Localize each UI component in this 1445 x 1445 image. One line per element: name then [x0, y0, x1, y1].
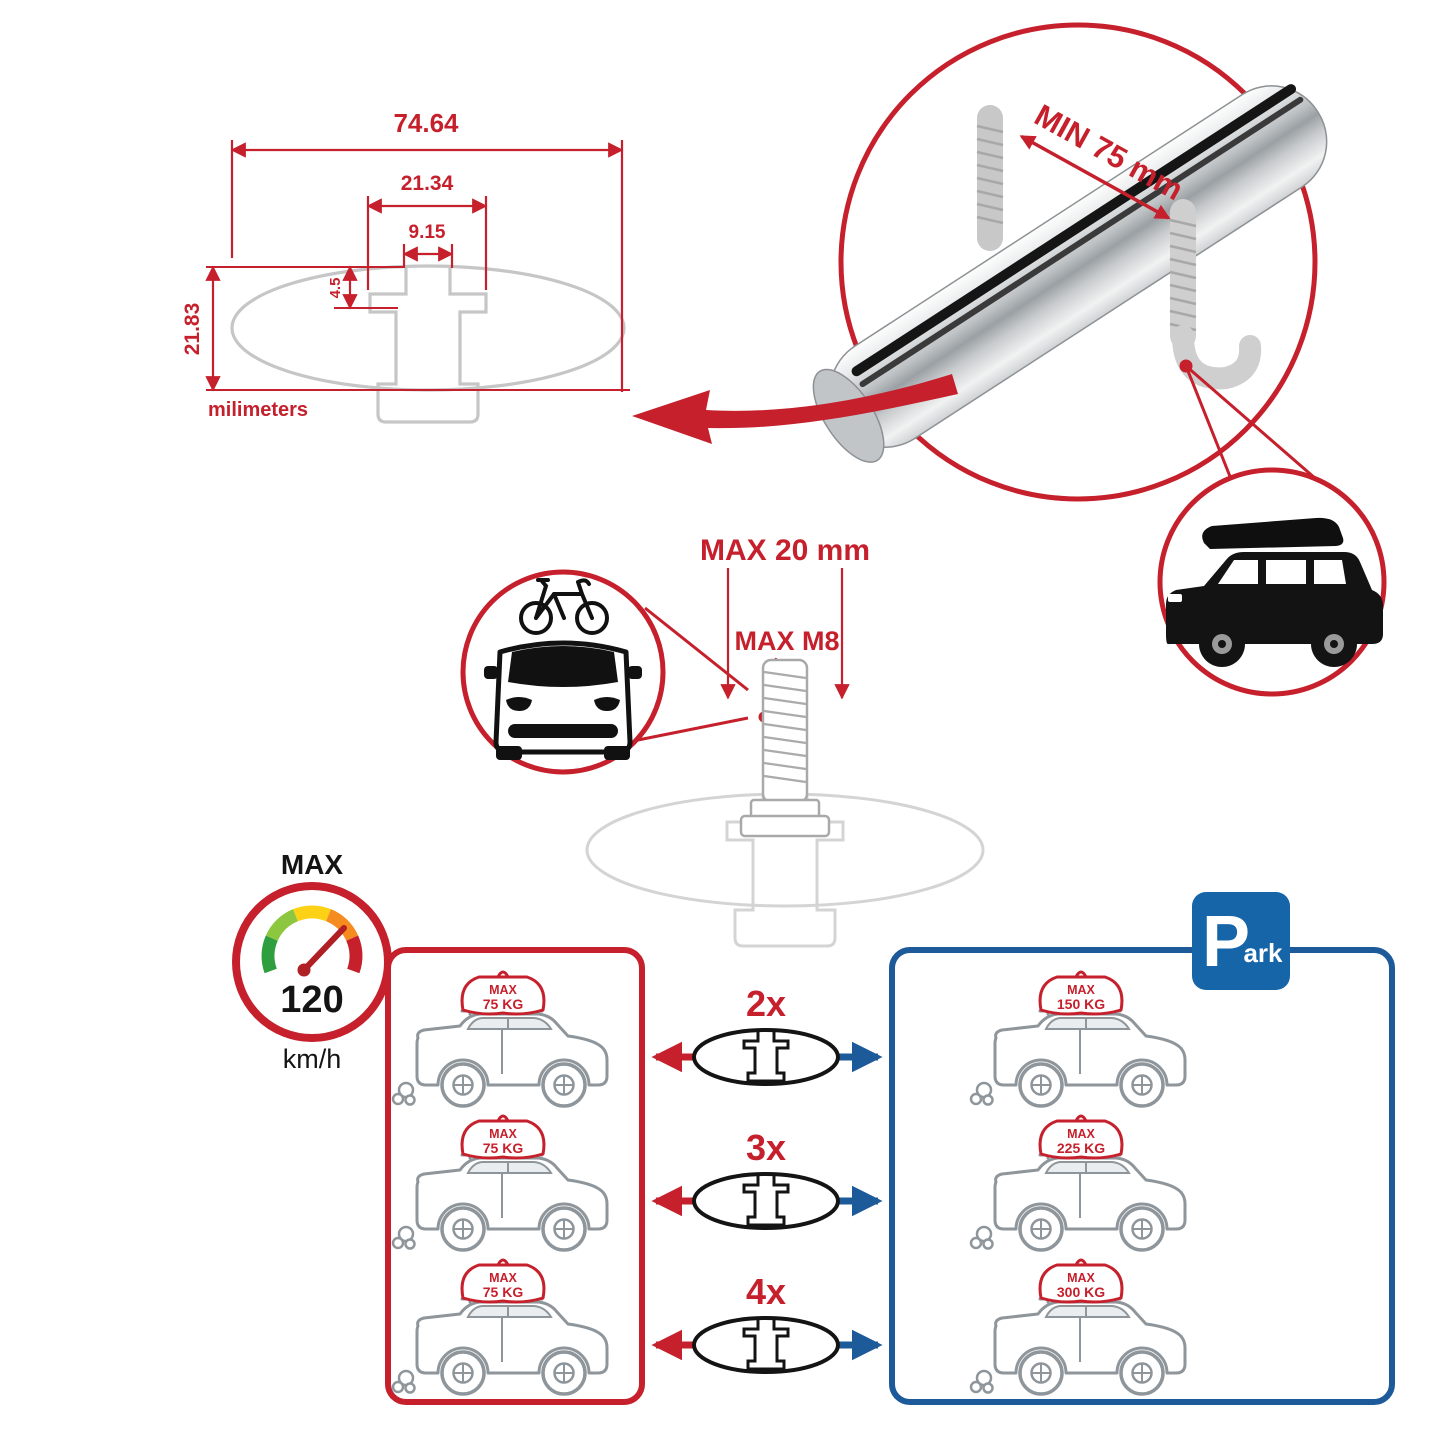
bar-oval-slot-3 — [742, 1318, 790, 1371]
profile-t-slot-light — [725, 794, 845, 948]
dim-height-total: 21.83 — [181, 303, 204, 356]
speed-value: 120 — [280, 979, 343, 1021]
bar-oval-slot-2 — [742, 1174, 790, 1227]
multiplier-2x: 2x — [746, 983, 786, 1024]
driving-bag-2-max: MAX — [489, 1127, 517, 1141]
park-sign-p: P — [1202, 902, 1250, 982]
dim-width-total: 74.64 — [393, 108, 459, 138]
bolt-diagram: MAX 20 mm MAX M8 — [585, 534, 985, 948]
gauge-arcs — [261, 905, 363, 974]
cross-section-diagram: 74.64 21.34 9.15 4.5 21.83 milimeters — [181, 108, 630, 424]
multiplier-4x: 4x — [746, 1271, 786, 1312]
ext-lines-total-width — [230, 140, 624, 392]
t-bolt-illustration — [739, 658, 831, 838]
bar-render-section: MIN 75 mm — [632, 22, 1387, 697]
parking-bag-1-max: MAX — [1067, 983, 1095, 997]
gauge-pivot — [297, 963, 311, 977]
park-sign: P ark — [1192, 892, 1290, 990]
multiplier-3x: 3x — [746, 1127, 786, 1168]
multiplier-rows: 2x 3x 4x — [651, 983, 883, 1374]
driving-bag-3-load: 75 KG — [483, 1284, 524, 1300]
parking-bag-2-load: 225 KG — [1057, 1140, 1105, 1156]
bolt-thread-label: MAX M8 — [734, 626, 839, 656]
parking-panel: MAX 150 KG MAX 225 KG MAX 300 KG P ark — [889, 892, 1395, 1405]
arrow-to-cross-section — [632, 374, 958, 444]
bar-oval-2 — [692, 1172, 840, 1230]
driving-bag-1-max: MAX — [489, 983, 517, 997]
parking-bag-1-load: 150 KG — [1057, 996, 1105, 1012]
car-front-icon — [484, 640, 642, 760]
bar-oval-1 — [692, 1028, 840, 1086]
parking-bag-2-max: MAX — [1067, 1127, 1095, 1141]
ext-lines-channel-width — [366, 196, 488, 290]
parking-bag-3-max: MAX — [1067, 1271, 1095, 1285]
profile-t-slot — [368, 266, 488, 424]
clamp-rod-upper — [976, 105, 1004, 251]
parking-bag-3-load: 300 KG — [1057, 1284, 1105, 1300]
profile-ellipse — [230, 264, 626, 392]
bar-oval-slot-1 — [742, 1030, 790, 1083]
speed-max-label: MAX — [281, 849, 344, 880]
bar-oval-3 — [692, 1316, 840, 1374]
speed-unit: km/h — [283, 1044, 342, 1074]
units-label: milimeters — [208, 399, 308, 421]
dim-slot-width: 9.15 — [409, 222, 446, 243]
roof-box-icon — [1202, 517, 1344, 549]
bike-icon — [519, 578, 609, 635]
callout-lines-bolt — [637, 606, 749, 742]
suv-roofbox-circle — [1157, 467, 1387, 697]
dim-slot-depth: 4.5 — [327, 278, 344, 299]
driving-panel: MAX 75 KG MAX 75 KG MAX 75 KG — [385, 947, 645, 1405]
driving-bag-2-load: 75 KG — [483, 1140, 524, 1156]
bike-car-section — [460, 569, 749, 775]
driving-bag-3-max: MAX — [489, 1271, 517, 1285]
dim-channel-width: 21.34 — [401, 172, 454, 195]
bolt-length-label: MAX 20 mm — [700, 534, 870, 567]
park-sign-ark: ark — [1243, 938, 1283, 968]
clamp-rod-lower — [1169, 199, 1262, 390]
speedometer: MAX 120 km/h — [232, 849, 392, 1074]
driving-bag-1-load: 75 KG — [483, 996, 524, 1012]
gauge-needle — [301, 925, 347, 973]
